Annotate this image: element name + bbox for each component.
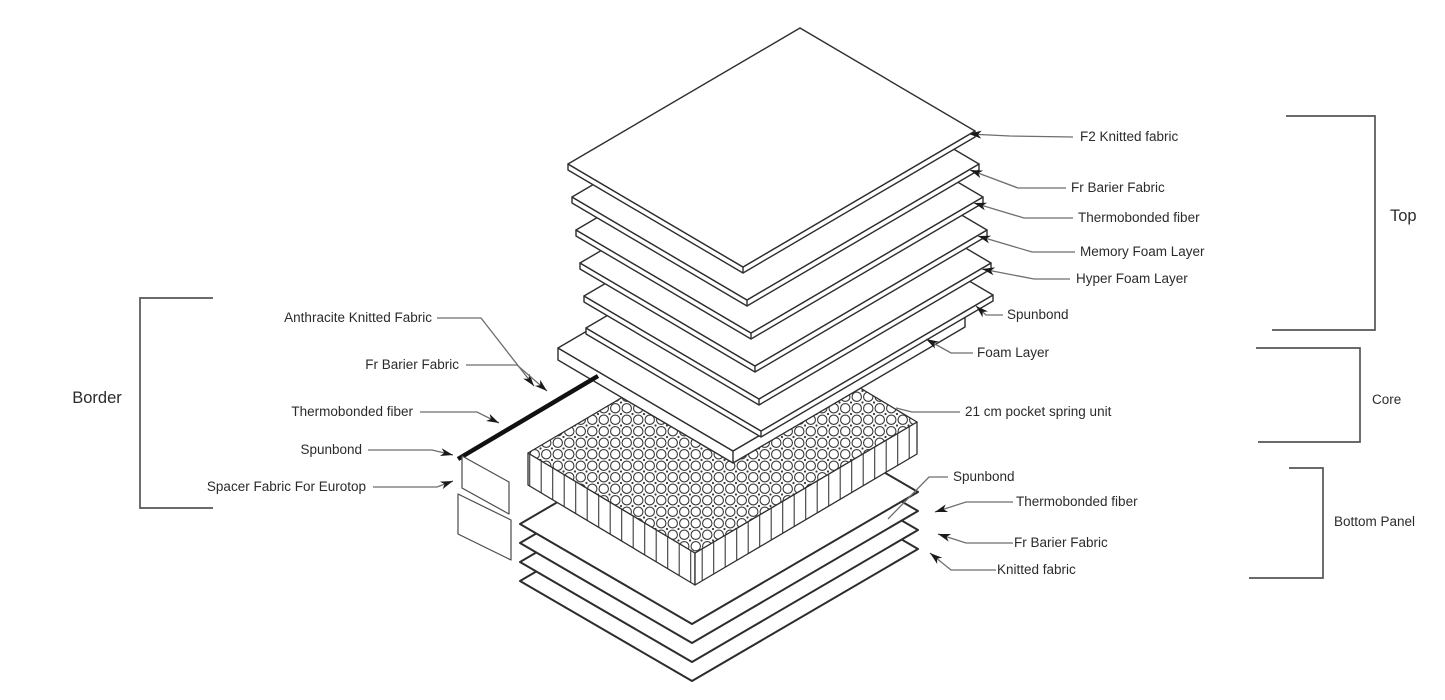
label-hyper-foam-layer: Hyper Foam Layer [1076,271,1188,286]
leader-spunbond-bottom [887,476,948,520]
label-pocket-spring-unit: 21 cm pocket spring unit [965,404,1112,419]
leader-anthracite-knitted-fabric [437,317,535,387]
label-spunbond-top: Spunbond [1007,307,1069,322]
label-border-group: Border [72,389,122,407]
leader-knitted-fabric-bottom [929,552,996,571]
label-anthracite-knitted-fabric: Anthracite Knitted Fabric [284,310,432,325]
border-assembly [456,374,600,561]
label-thermobonded-fiber-border: Thermobonded fiber [291,404,413,419]
spacer-fabric-hatched-strip [461,455,510,515]
leader-memory-foam-layer [977,235,1075,253]
leader-hyper-foam-layer [981,267,1070,280]
label-spunbond-border: Spunbond [300,442,362,457]
leader-spunbond-top [975,305,1003,318]
border-fabric-strip [456,374,600,461]
spacer-fabric-panel [457,493,512,561]
bracket-core [1256,347,1361,443]
leader-fr-barier-fabric-top [969,169,1066,189]
labels: Anthracite Knitted Fabric Fr Barier Fabr… [72,129,1416,577]
label-memory-foam-layer: Memory Foam Layer [1080,244,1205,259]
leader-thermobonded-fiber-bottom [934,501,1013,513]
label-core-group: Core [1372,392,1401,407]
leader-fr-barier-fabric-bottom [937,533,1013,544]
label-spacer-fabric-for-eurotop: Spacer Fabric For Eurotop [207,479,366,494]
label-knitted-fabric-bottom: Knitted fabric [997,562,1076,577]
label-thermobonded-fiber-top: Thermobonded fiber [1078,210,1200,225]
bracket-top [1272,115,1376,331]
leader-lines [368,130,1075,571]
leader-thermobonded-fiber-top [973,202,1073,219]
leader-f2-knitted-fabric [968,130,1074,139]
label-fr-barier-fabric-border: Fr Barier Fabric [365,357,459,372]
leader-foam-layer [925,338,973,354]
bracket-border [139,297,213,509]
bracket-bottom-panel [1249,467,1324,579]
leader-fr-barier-fabric-border [466,364,548,392]
leader-spacer-fabric [373,480,454,490]
label-f2-knitted-fabric: F2 Knitted fabric [1080,129,1179,144]
label-bottom-panel-group: Bottom Panel [1334,514,1415,529]
label-fr-barier-fabric-top: Fr Barier Fabric [1071,180,1165,195]
plate-top [567,27,976,268]
leader-spunbond-border [368,448,454,456]
label-top-group: Top [1390,207,1417,225]
leader-thermobonded-fiber-border [420,411,500,424]
leader-pocket-spring-unit [895,407,960,413]
label-spunbond-bottom: Spunbond [953,469,1015,484]
label-thermobonded-fiber-bottom: Thermobonded fiber [1016,494,1138,509]
label-fr-barier-fabric-bottom: Fr Barier Fabric [1014,535,1108,550]
label-foam-layer: Foam Layer [977,345,1050,360]
